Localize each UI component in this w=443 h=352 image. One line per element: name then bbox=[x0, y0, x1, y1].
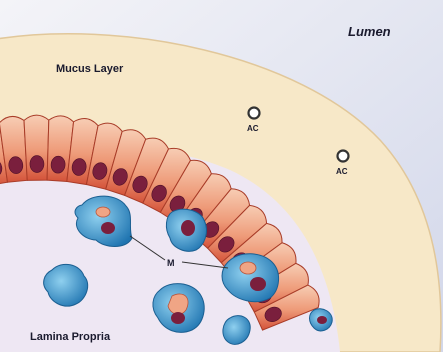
lumen-label: Lumen bbox=[348, 24, 391, 39]
lamina-propria-label: Lamina Propria bbox=[30, 331, 111, 343]
apoptotic-cell bbox=[338, 151, 349, 162]
ac-label: AC bbox=[247, 124, 259, 133]
macrophage-label: M bbox=[167, 258, 175, 268]
mucus-layer-label: Mucus Layer bbox=[56, 63, 124, 75]
ac-label: AC bbox=[336, 167, 348, 176]
cell-nucleus bbox=[30, 155, 44, 172]
apoptotic-cell bbox=[249, 108, 260, 119]
macrophage bbox=[310, 309, 333, 331]
